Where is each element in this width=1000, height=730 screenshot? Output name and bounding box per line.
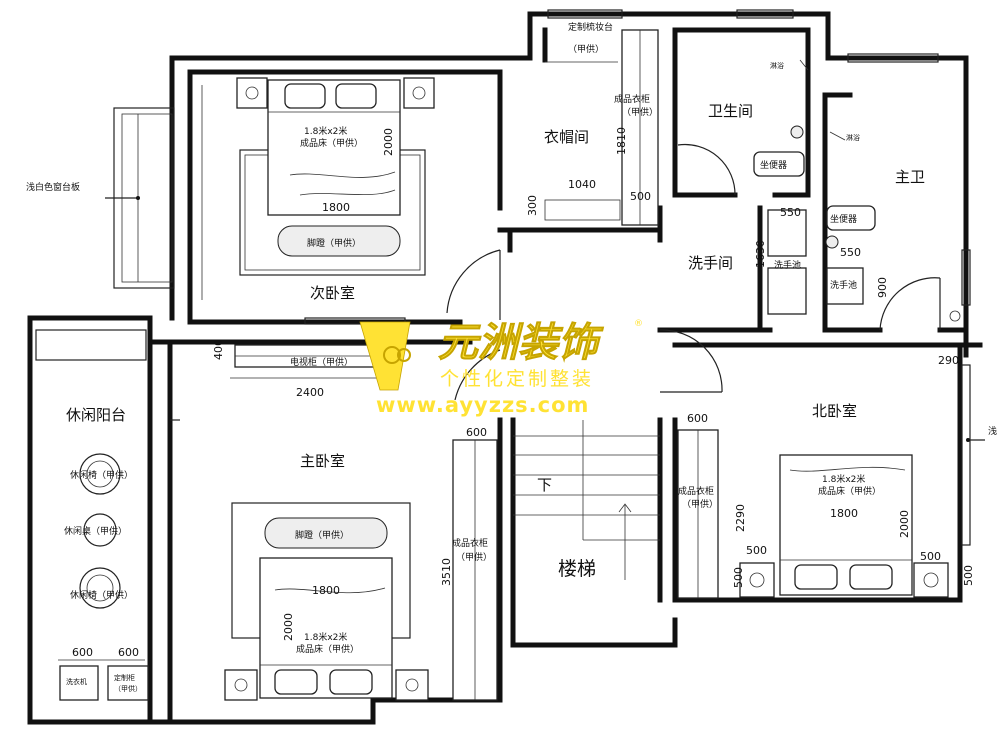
room-toilet: 卫生间 xyxy=(708,102,753,120)
dim-1800-north: 1800 xyxy=(830,507,858,520)
room-north-bedroom: 北卧室 xyxy=(812,402,857,420)
wardrobe-north: 成品衣柜 xyxy=(678,485,714,497)
watermark-registered: ® xyxy=(634,319,643,329)
master-bedroom: 电视柜（甲供） 2400 400 600 成品衣柜 （甲供） 3510 脚蹬（甲… xyxy=(212,339,498,701)
room-master-bedroom: 主卧室 xyxy=(300,452,345,470)
washer: 洗衣机 xyxy=(66,677,87,686)
doors xyxy=(170,143,941,421)
dim-1810: 1810 xyxy=(615,127,628,155)
master-bath: 淋浴 坐便器 洗手池 550 900 主卫 xyxy=(825,131,961,322)
washroom: 洗手池 550 1630 洗手间 xyxy=(688,206,807,315)
dim-550-top: 550 xyxy=(780,206,801,219)
dim-3510: 3510 xyxy=(440,558,453,586)
walls xyxy=(27,11,983,725)
room-stairs: 楼梯 xyxy=(558,558,596,580)
room-master-bath: 主卫 xyxy=(895,168,925,186)
dim-2000-master: 2000 xyxy=(282,613,295,641)
dim-600-bal-1: 600 xyxy=(72,646,93,659)
dim-500-cloak: 500 xyxy=(630,190,651,203)
dim-1800-second: 1800 xyxy=(322,201,350,214)
dim-500-north-left: 500 xyxy=(746,544,767,557)
window-sill-right: 浅 xyxy=(988,425,997,437)
leisure-chair-1: 休闲椅（甲供） xyxy=(70,469,133,481)
bed-master-sub: 成品床（甲供） xyxy=(296,643,359,655)
toilet-room: 淋浴 坐便器 卫生间 xyxy=(708,59,809,177)
second-bedroom: 1.8米x2米 成品床（甲供） 脚蹬（甲供） 1800 2000 次卧室 xyxy=(201,77,435,302)
tv-cabinet: 电视柜（甲供） xyxy=(290,356,353,368)
dim-300: 300 xyxy=(526,195,539,216)
dim-550-bottom: 550 xyxy=(840,246,861,259)
basin-1: 洗手池 xyxy=(774,259,801,271)
room-washroom: 洗手间 xyxy=(688,254,733,272)
stairs: 下 楼梯 xyxy=(513,420,660,580)
cloakroom: 定制梳妆台 （甲供） 成品衣柜 （甲供） 衣帽间 1810 1040 500 3… xyxy=(526,21,659,226)
wardrobe-master: 成品衣柜 xyxy=(452,537,488,549)
stairs-down: 下 xyxy=(537,476,552,494)
dim-1800-master: 1800 xyxy=(312,584,340,597)
dim-400: 400 xyxy=(212,339,225,360)
toilet-seat-2: 坐便器 xyxy=(830,213,857,225)
leisure-balcony: 休闲阳台 休闲椅（甲供） 休闲桌（甲供） 休闲椅（甲供） 600 600 洗衣机… xyxy=(58,406,149,701)
toilet-seat-1: 坐便器 xyxy=(760,159,787,171)
wardrobe-north-sub: （甲供） xyxy=(682,498,718,510)
watermark: 元洲装饰 ® 个性化定制整装 www.ayyzzs.com xyxy=(359,319,643,417)
windows xyxy=(35,9,985,546)
dim-1040: 1040 xyxy=(568,178,596,191)
bed-second-title: 1.8米x2米 xyxy=(304,125,347,137)
window-sill-label: 浅白色窗台板 xyxy=(26,181,80,193)
custom-cab-sub: （甲供） xyxy=(114,684,142,693)
custom-table-top: 定制梳妆台 xyxy=(568,21,613,33)
bed-master-title: 1.8米x2米 xyxy=(304,631,347,643)
watermark-slogan: 个性化定制整装 xyxy=(440,368,594,390)
dim-600-master: 600 xyxy=(466,426,487,439)
dim-500-north-h2: 500 xyxy=(962,565,975,586)
shower-2: 淋浴 xyxy=(846,133,860,142)
dim-500-north-right: 500 xyxy=(920,550,941,563)
wardrobe-master-sub: （甲供） xyxy=(456,551,492,563)
wardrobe-cloak: 成品衣柜 xyxy=(614,93,650,105)
dim-500-north-h1: 500 xyxy=(732,567,745,588)
watermark-brand: 元洲装饰 xyxy=(438,320,604,366)
bed-second-sub: 成品床（甲供） xyxy=(300,137,363,149)
bed-north-title: 1.8米x2米 xyxy=(822,473,865,485)
basin-2: 洗手池 xyxy=(830,279,857,291)
footstool-second: 脚蹬（甲供） xyxy=(307,237,361,249)
room-second-bedroom: 次卧室 xyxy=(310,284,355,302)
dim-600-bal-2: 600 xyxy=(118,646,139,659)
dim-2000-second: 2000 xyxy=(382,128,395,156)
dim-2000-north: 2000 xyxy=(898,510,911,538)
room-cloakroom: 衣帽间 xyxy=(544,128,589,146)
dim-600-north: 600 xyxy=(687,412,708,425)
custom-cab: 定制柜 xyxy=(114,673,135,682)
wardrobe-cloak-sub: （甲供） xyxy=(622,106,658,118)
custom-table-sub: （甲供） xyxy=(568,43,604,55)
room-leisure-balcony: 休闲阳台 xyxy=(66,406,126,424)
dim-1630: 1630 xyxy=(754,240,767,268)
leisure-chair-2: 休闲桌（甲供） xyxy=(64,525,127,537)
dim-900: 900 xyxy=(876,277,889,298)
shower-1: 淋浴 xyxy=(770,61,784,70)
footstool-master: 脚蹬（甲供） xyxy=(295,529,349,541)
dim-2400: 2400 xyxy=(296,386,324,399)
dim-2290: 2290 xyxy=(734,504,747,532)
bed-north-sub: 成品床（甲供） xyxy=(818,485,881,497)
watermark-url: www.ayyzzs.com xyxy=(376,393,589,417)
north-bedroom: 600 成品衣柜 （甲供） 2290 1.8米x2米 成品床（甲供） 1800 … xyxy=(677,402,975,599)
leisure-chair-3: 休闲椅（甲供） xyxy=(70,589,133,601)
dim-290: 290 xyxy=(938,354,959,367)
